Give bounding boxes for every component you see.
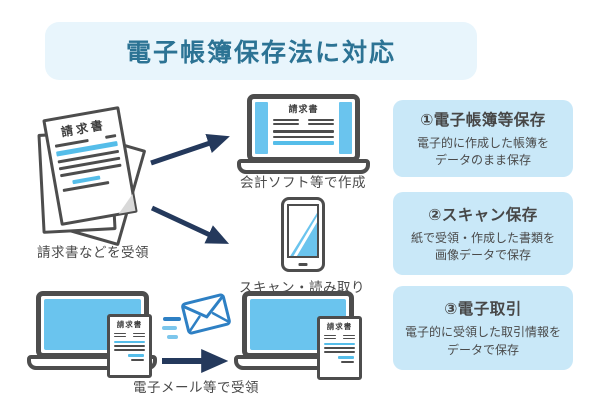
doc-line-accent xyxy=(338,356,354,359)
info-box-2-desc-line1: 紙で受領・作成した書類を xyxy=(410,230,555,245)
caption-create-software: 会計ソフト等で作成 xyxy=(240,175,366,190)
mail-speed-line xyxy=(163,317,181,321)
invoice-stack-icon: 請求書 xyxy=(37,106,148,248)
doc-line xyxy=(342,337,355,339)
doc-line xyxy=(273,130,334,133)
phone-home-button xyxy=(298,263,308,266)
doc-line xyxy=(273,119,299,121)
doc-line xyxy=(132,335,145,337)
invoice-title: 請求書 xyxy=(326,322,353,331)
info-box-2-desc-line2: 画像データで保存 xyxy=(434,248,531,262)
doc-line xyxy=(342,334,355,336)
phone-screen xyxy=(287,204,319,258)
doc-line xyxy=(308,123,334,125)
info-box-2: ②スキャン保存 紙で受領・作成した書類を 画像データで保存 xyxy=(393,192,573,275)
doc-line-accent xyxy=(128,354,144,357)
envelope-icon xyxy=(180,292,233,336)
arrow-to-laptop-icon xyxy=(150,134,230,166)
laptop-accounting-icon: 請求書 xyxy=(247,94,360,162)
info-box-2-heading: ②スキャン保存 xyxy=(428,206,538,224)
info-box-1-heading: ①電子帳簿等保存 xyxy=(420,111,546,129)
doc-line xyxy=(273,135,334,138)
invoice-title: 請求書 xyxy=(116,320,143,329)
doc-line xyxy=(62,181,109,193)
invoice-title: 請求書 xyxy=(288,104,319,114)
doc-line xyxy=(308,119,334,121)
screen-invoice-doc: 請求書 xyxy=(271,102,336,154)
arrow-to-smartphone-icon xyxy=(150,205,230,244)
doc-line xyxy=(114,335,127,337)
invoice-doc-right: 請求書 xyxy=(317,316,362,380)
doc-line xyxy=(131,358,144,361)
doc-line xyxy=(273,123,299,125)
doc-line-accent xyxy=(273,141,334,145)
title-banner: 電子帳簿保存法に対応 xyxy=(45,22,477,80)
screen-sidebar xyxy=(339,102,352,154)
info-box-3-desc-line2: データで保存 xyxy=(446,342,519,357)
laptop-base xyxy=(237,159,370,174)
info-box-1: ①電子帳簿等保存 電子的に作成した帳簿を データのまま保存 xyxy=(393,100,573,177)
doc-line-accent xyxy=(114,340,145,343)
info-box-1-desc-line2: データのまま保存 xyxy=(434,153,531,167)
mail-speed-line xyxy=(167,335,178,339)
caption-receive-email: 電子メール等で受領 xyxy=(133,380,259,395)
info-box-1-desc-line1: 電子的に作成した帳簿を xyxy=(416,135,549,150)
info-box-3: ③電子取引 電子的に受領した取引情報を データで保存 xyxy=(393,286,573,370)
invoice-doc-left: 請求書 xyxy=(107,314,152,378)
scan-beam xyxy=(290,212,317,256)
mail-speed-line xyxy=(162,326,177,330)
doc-line xyxy=(324,334,337,336)
folded-corner xyxy=(115,194,136,214)
doc-line xyxy=(114,345,145,347)
caption-receive-paper: 請求書などを受領 xyxy=(37,245,149,260)
doc-line xyxy=(324,347,355,349)
doc-line xyxy=(114,349,145,351)
doc-line xyxy=(104,134,117,139)
doc-line xyxy=(341,360,354,363)
screen-sidebar xyxy=(255,102,268,154)
info-box-3-heading: ③電子取引 xyxy=(444,301,522,319)
info-box-3-desc-line1: 電子的に受領した取引情報を xyxy=(404,325,561,340)
page-title: 電子帳簿保存法に対応 xyxy=(125,39,396,67)
doc-line-accent xyxy=(324,342,355,345)
doc-line xyxy=(324,351,355,353)
doc-line xyxy=(132,332,145,334)
smartphone-icon xyxy=(281,197,325,272)
doc-line xyxy=(324,337,337,339)
doc-line xyxy=(114,332,127,334)
